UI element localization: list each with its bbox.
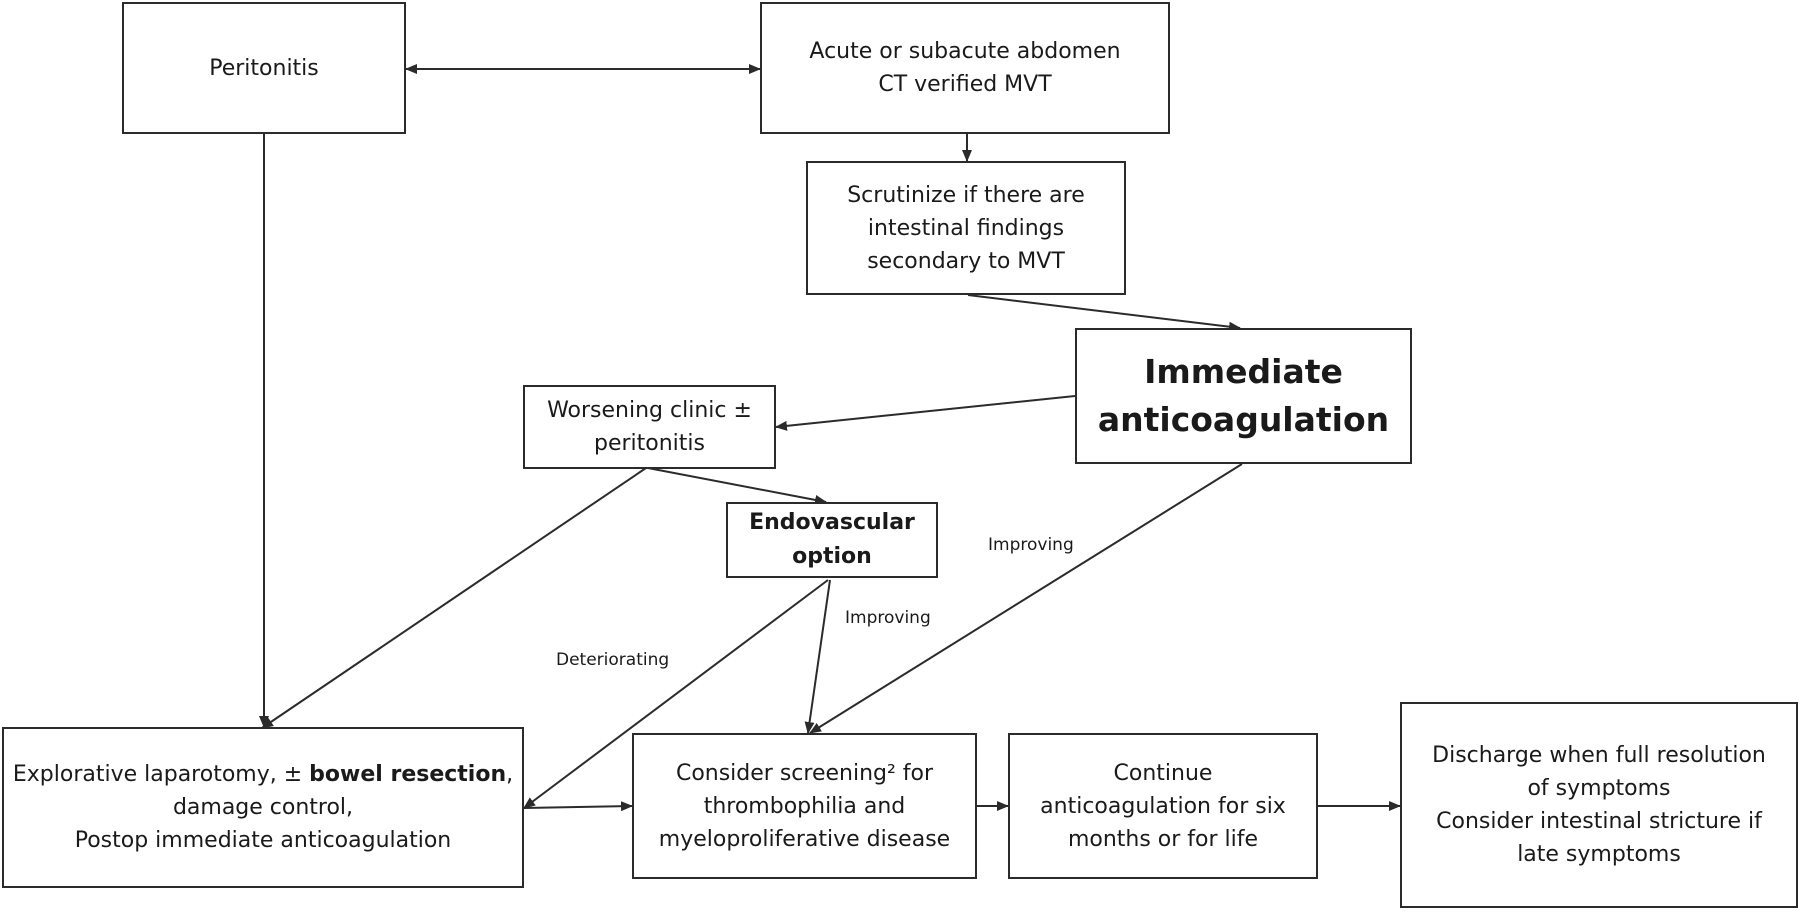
arrow-endovascular-screening [804, 579, 831, 734]
node-scrutinize: Scrutinize if there are intestinal findi… [806, 161, 1126, 295]
node-text-line: Immediate [1144, 352, 1343, 391]
edge-label-deteriorating: Deteriorating [556, 650, 670, 670]
node-text-line: damage control, [172, 795, 354, 820]
node-text-line: Continue [1113, 760, 1213, 786]
node-text-line: thrombophilia and [703, 793, 906, 819]
node-text-line: Consider screening² for [675, 760, 934, 786]
node-text-line: anticoagulation for six [1040, 793, 1286, 819]
arrow-endovascular-laparotomy [523, 579, 829, 809]
node-text-line: secondary to MVT [867, 248, 1065, 274]
node-text-line: anticoagulation [1097, 400, 1390, 439]
bowel-resection-text: bowel resection [309, 762, 507, 787]
arrow-scrutinize-immediate [967, 294, 1241, 332]
node-text-line: CT verified MVT [878, 72, 1052, 97]
node-immediate-anticoagulation: Immediate anticoagulation [1075, 328, 1412, 464]
node-worsening-clinic: Worsening clinic ± peritonitis [523, 385, 776, 469]
node-consider-screening: Consider screening² for thrombophilia an… [632, 733, 977, 879]
node-text-line: Postop immediate anticoagulation [74, 828, 452, 853]
node-continue-anticoagulation: Continue anticoagulation for six months … [1008, 733, 1318, 879]
laparotomy-text-post: , [506, 762, 514, 787]
node-peritonitis: Peritonitis [122, 2, 406, 134]
node-text-line: myeloproliferative disease [658, 826, 951, 852]
laparotomy-text-pre: Explorative laparotomy, ± [12, 762, 310, 787]
edge-label-improving-center: Improving [845, 608, 931, 628]
node-text-line: option [792, 544, 872, 569]
node-text-line: Worsening clinic ± [547, 398, 752, 423]
node-text-line: Consider intestinal stricture if [1436, 809, 1762, 834]
node-text-line: Explorative laparotomy, ± bowel resectio… [13, 758, 513, 791]
node-explorative-laparotomy: Explorative laparotomy, ± bowel resectio… [2, 727, 524, 888]
arrow-laparotomy-screening [523, 801, 633, 812]
node-text-line: Discharge when full resolution [1432, 743, 1766, 768]
node-text-line: of symptoms [1527, 776, 1671, 801]
arrow-immediate-screening [809, 463, 1243, 734]
arrow-worsening-endovascular [647, 467, 827, 505]
node-text-line: Endovascular [749, 510, 915, 535]
arrow-immediate-worsening [775, 395, 1076, 431]
node-text-line: intestinal findings [867, 215, 1065, 241]
node-text-line: months or for life [1067, 826, 1259, 852]
node-discharge: Discharge when full resolution of sympto… [1400, 702, 1798, 908]
node-text-line: peritonitis [594, 431, 705, 456]
node-endovascular-option: Endovascular option [726, 502, 938, 578]
node-text-line: Peritonitis [209, 55, 319, 81]
arrow-worsening-laparotomy [261, 467, 647, 729]
node-acute-abdomen: Acute or subacute abdomen CT verified MV… [760, 2, 1170, 134]
edge-label-improving-right: Improving [988, 535, 1074, 555]
node-text-line: Acute or subacute abdomen [809, 39, 1121, 64]
node-text-line: late symptoms [1517, 842, 1681, 867]
node-text-line: Scrutinize if there are [847, 182, 1085, 208]
